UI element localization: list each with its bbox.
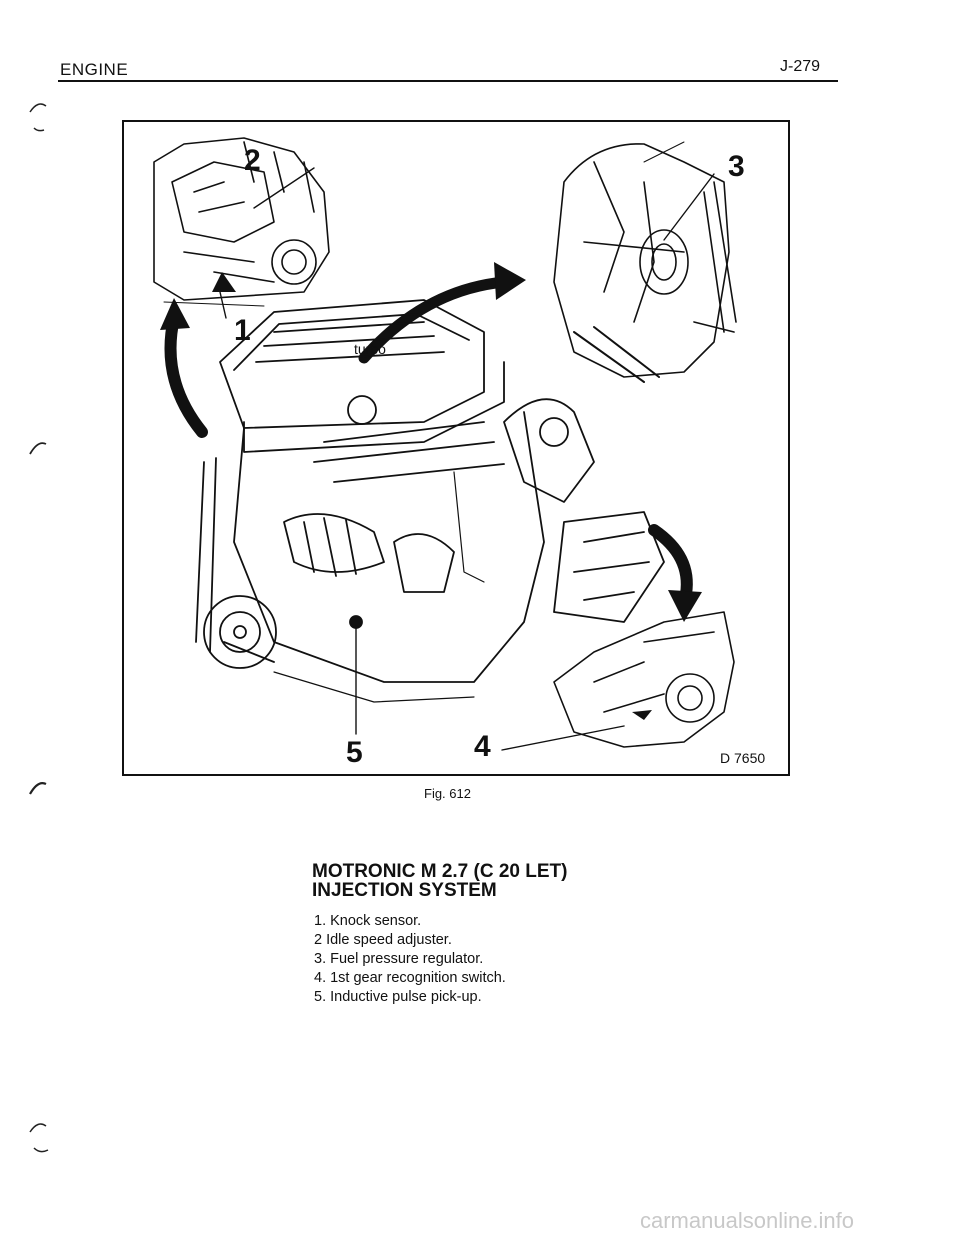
legend-item: 4. 1st gear recognition switch. <box>314 970 506 986</box>
engine-illustration: turbo <box>153 137 737 751</box>
legend-item: 3. Fuel pressure regulator. <box>314 951 484 967</box>
legend-item: 5. Inductive pulse pick-up. <box>314 989 482 1005</box>
heading-line-2: INJECTION SYSTEM <box>312 880 497 901</box>
callout-5: 5 <box>346 736 363 769</box>
inset-idle-adjuster <box>153 137 330 307</box>
margin-mark <box>29 1123 49 1153</box>
callout-1: 1 <box>234 314 251 347</box>
header-rule <box>58 80 838 82</box>
legend-item: 1. Knock sensor. <box>314 913 422 929</box>
margin-mark <box>29 782 47 795</box>
heading-line-1: MOTRONIC M 2.7 (C 20 LET) <box>312 861 568 882</box>
margin-mark <box>29 103 47 132</box>
legend-item: 2 Idle speed adjuster. <box>314 932 452 948</box>
engine-block <box>195 299 665 703</box>
page-number: J-279 <box>780 58 821 75</box>
section-heading: MOTRONIC M 2.7 (C 20 LET) INJECTION SYST… <box>312 862 567 900</box>
callout-3: 3 <box>728 150 745 183</box>
figure-caption: Fig. 612 <box>424 786 471 801</box>
inset-gear-switch <box>553 611 735 748</box>
engine-figure: turbo 2 3 1 4 5 <box>122 120 790 776</box>
section-title: ENGINE <box>60 60 129 79</box>
margin-mark <box>29 442 47 455</box>
turbo-label: turbo <box>354 341 386 357</box>
callout-4: 4 <box>474 730 491 763</box>
watermark: carmanualsonline.info <box>640 1208 855 1233</box>
component-legend: 1. Knock sensor. 2 Idle speed adjuster. … <box>314 912 506 1007</box>
inset-fuel-regulator <box>553 141 737 383</box>
drawing-id: D 7650 <box>720 750 766 766</box>
callout-2: 2 <box>244 144 261 177</box>
